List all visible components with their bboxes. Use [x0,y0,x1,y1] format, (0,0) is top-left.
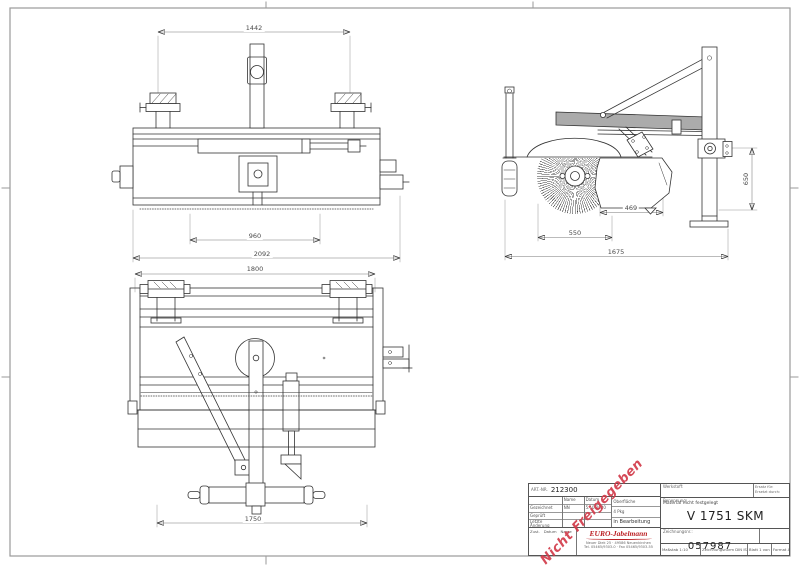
title-cell: Benennung: V 1751 SKM [661,498,790,529]
dim-top-overall: 2092 [251,250,273,258]
dim-top-inner: 960 [246,232,264,240]
dim-side-overall: 1675 [605,248,627,256]
view-rear [127,274,413,528]
drawn-date: 5.10.2020 [584,505,612,513]
empty-cell [760,529,790,543]
rev-label: Zust. [530,529,540,534]
part-number-label: ART.-NR. [531,486,548,492]
company-name: EURO-Jabelmann [589,529,648,538]
status-value: in Bearbeitung [613,518,651,525]
material-cell: Werkstoff: Material nicht festgelegt [661,484,754,506]
title-block: ART.-NR. 212300 Gezeichnet Geprüft Letzt… [528,483,790,556]
empty-cell [584,513,612,521]
empty-cell [562,513,584,521]
drawn-name: NN [562,505,584,513]
change-label: Letzte Änderung [530,520,550,527]
company-address-line1: Neuer Diek 25 · 49586 Neuenkirchen [586,540,651,545]
checked-label: Geprüft [529,513,562,521]
material-value: Material nicht festgelegt [663,501,719,507]
replace-line2: Ersetzt durch: [755,489,781,494]
dim-side-brush: 550 [566,229,584,237]
date-header: Datum [584,497,612,505]
dim-rear-roller: 1750 [242,515,264,523]
revision-header: Zust. Datum Name [529,528,577,555]
dim-rear-width: 1800 [244,265,266,273]
title-label: Benennung: [663,498,688,503]
part-number-value: 212300 [550,486,578,494]
view-top [111,32,410,263]
scale-cell: Maßstab 1:10 [661,544,701,555]
surface-label: Oberfläche [612,497,661,508]
format-cell: Format A3 [773,547,790,552]
drawing-title: V 1751 SKM [686,509,765,524]
drawing-number-label: Zeichnungsnr.: [663,529,693,534]
replacement-cell: Ersatz für: Ersetzt durch: [754,484,790,497]
drawing-number-value: 057987 [687,541,733,553]
dim-side-height: 650 [741,172,750,186]
dim-top-width: 1442 [243,24,265,32]
replace-line1: Ersatz für: [755,485,774,489]
weight-value: 4 Pkg [612,507,661,518]
drawn-label: Gezeichnet [529,505,562,513]
rev-date-label: Datum [543,529,557,534]
view-side [501,46,758,261]
rev-name-label: Name [560,529,572,534]
dim-side-inner: 469 [622,204,640,212]
name-header: Name [562,497,584,505]
company-address-line2: Tel. 05465/9303-0 · Fax 05465/9303-55 [584,544,653,549]
part-number-row: ART.-NR. 212300 [529,484,660,497]
empty-cell [529,497,562,505]
norm-cell: Zeichnungsnorm DIN ISO [701,544,748,555]
sheet-cell: Blatt 1 von 1 [748,544,772,555]
drawing-number-cell: Zeichnungsnr.: 057987 [661,529,760,552]
material-label: Werkstoff: [663,484,684,489]
logo-swoosh-decoration [585,537,652,540]
company-logo: EURO-Jabelmann Neuer Diek 25 · 49586 Neu… [577,528,660,555]
